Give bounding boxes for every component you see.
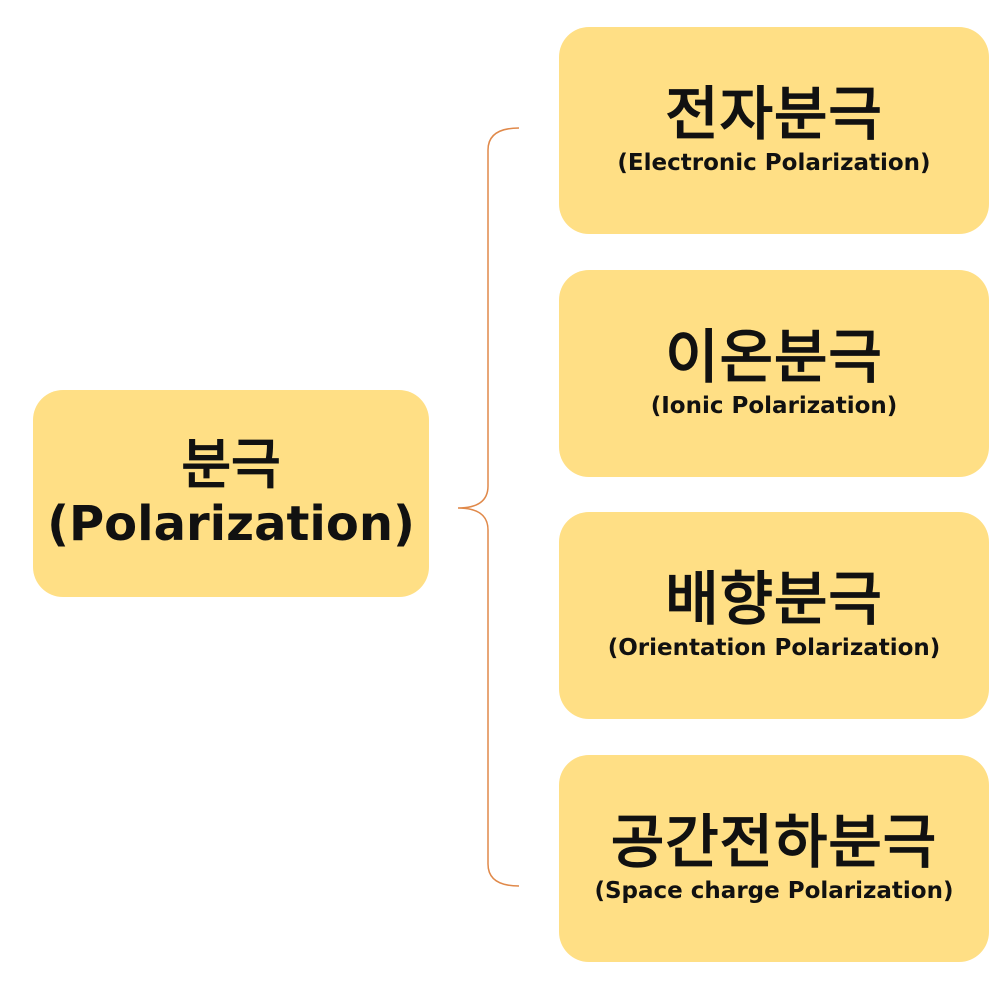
child-title-korean: 전자분극 [665,80,883,149]
child-title-korean: 이온분극 [665,323,883,392]
root-node-polarization: 분극 (Polarization) [33,390,429,597]
child-title-english: (Electronic Polarization) [617,150,931,177]
child-node-space-charge: 공간전하분극 (Space charge Polarization) [559,755,989,962]
curly-bracket [457,127,520,887]
child-title-english: (Space charge Polarization) [594,878,954,905]
child-node-orientation: 배향분극 (Orientation Polarization) [559,512,989,719]
child-node-electronic: 전자분극 (Electronic Polarization) [559,27,989,234]
root-title-english: (Polarization) [47,495,415,552]
root-title-korean: 분극 [181,432,281,496]
child-title-english: (Ionic Polarization) [650,393,898,420]
child-title-korean: 배향분극 [665,565,883,634]
child-title-english: (Orientation Polarization) [607,635,941,662]
child-node-ionic: 이온분극 (Ionic Polarization) [559,270,989,477]
child-title-korean: 공간전하분극 [610,808,938,877]
